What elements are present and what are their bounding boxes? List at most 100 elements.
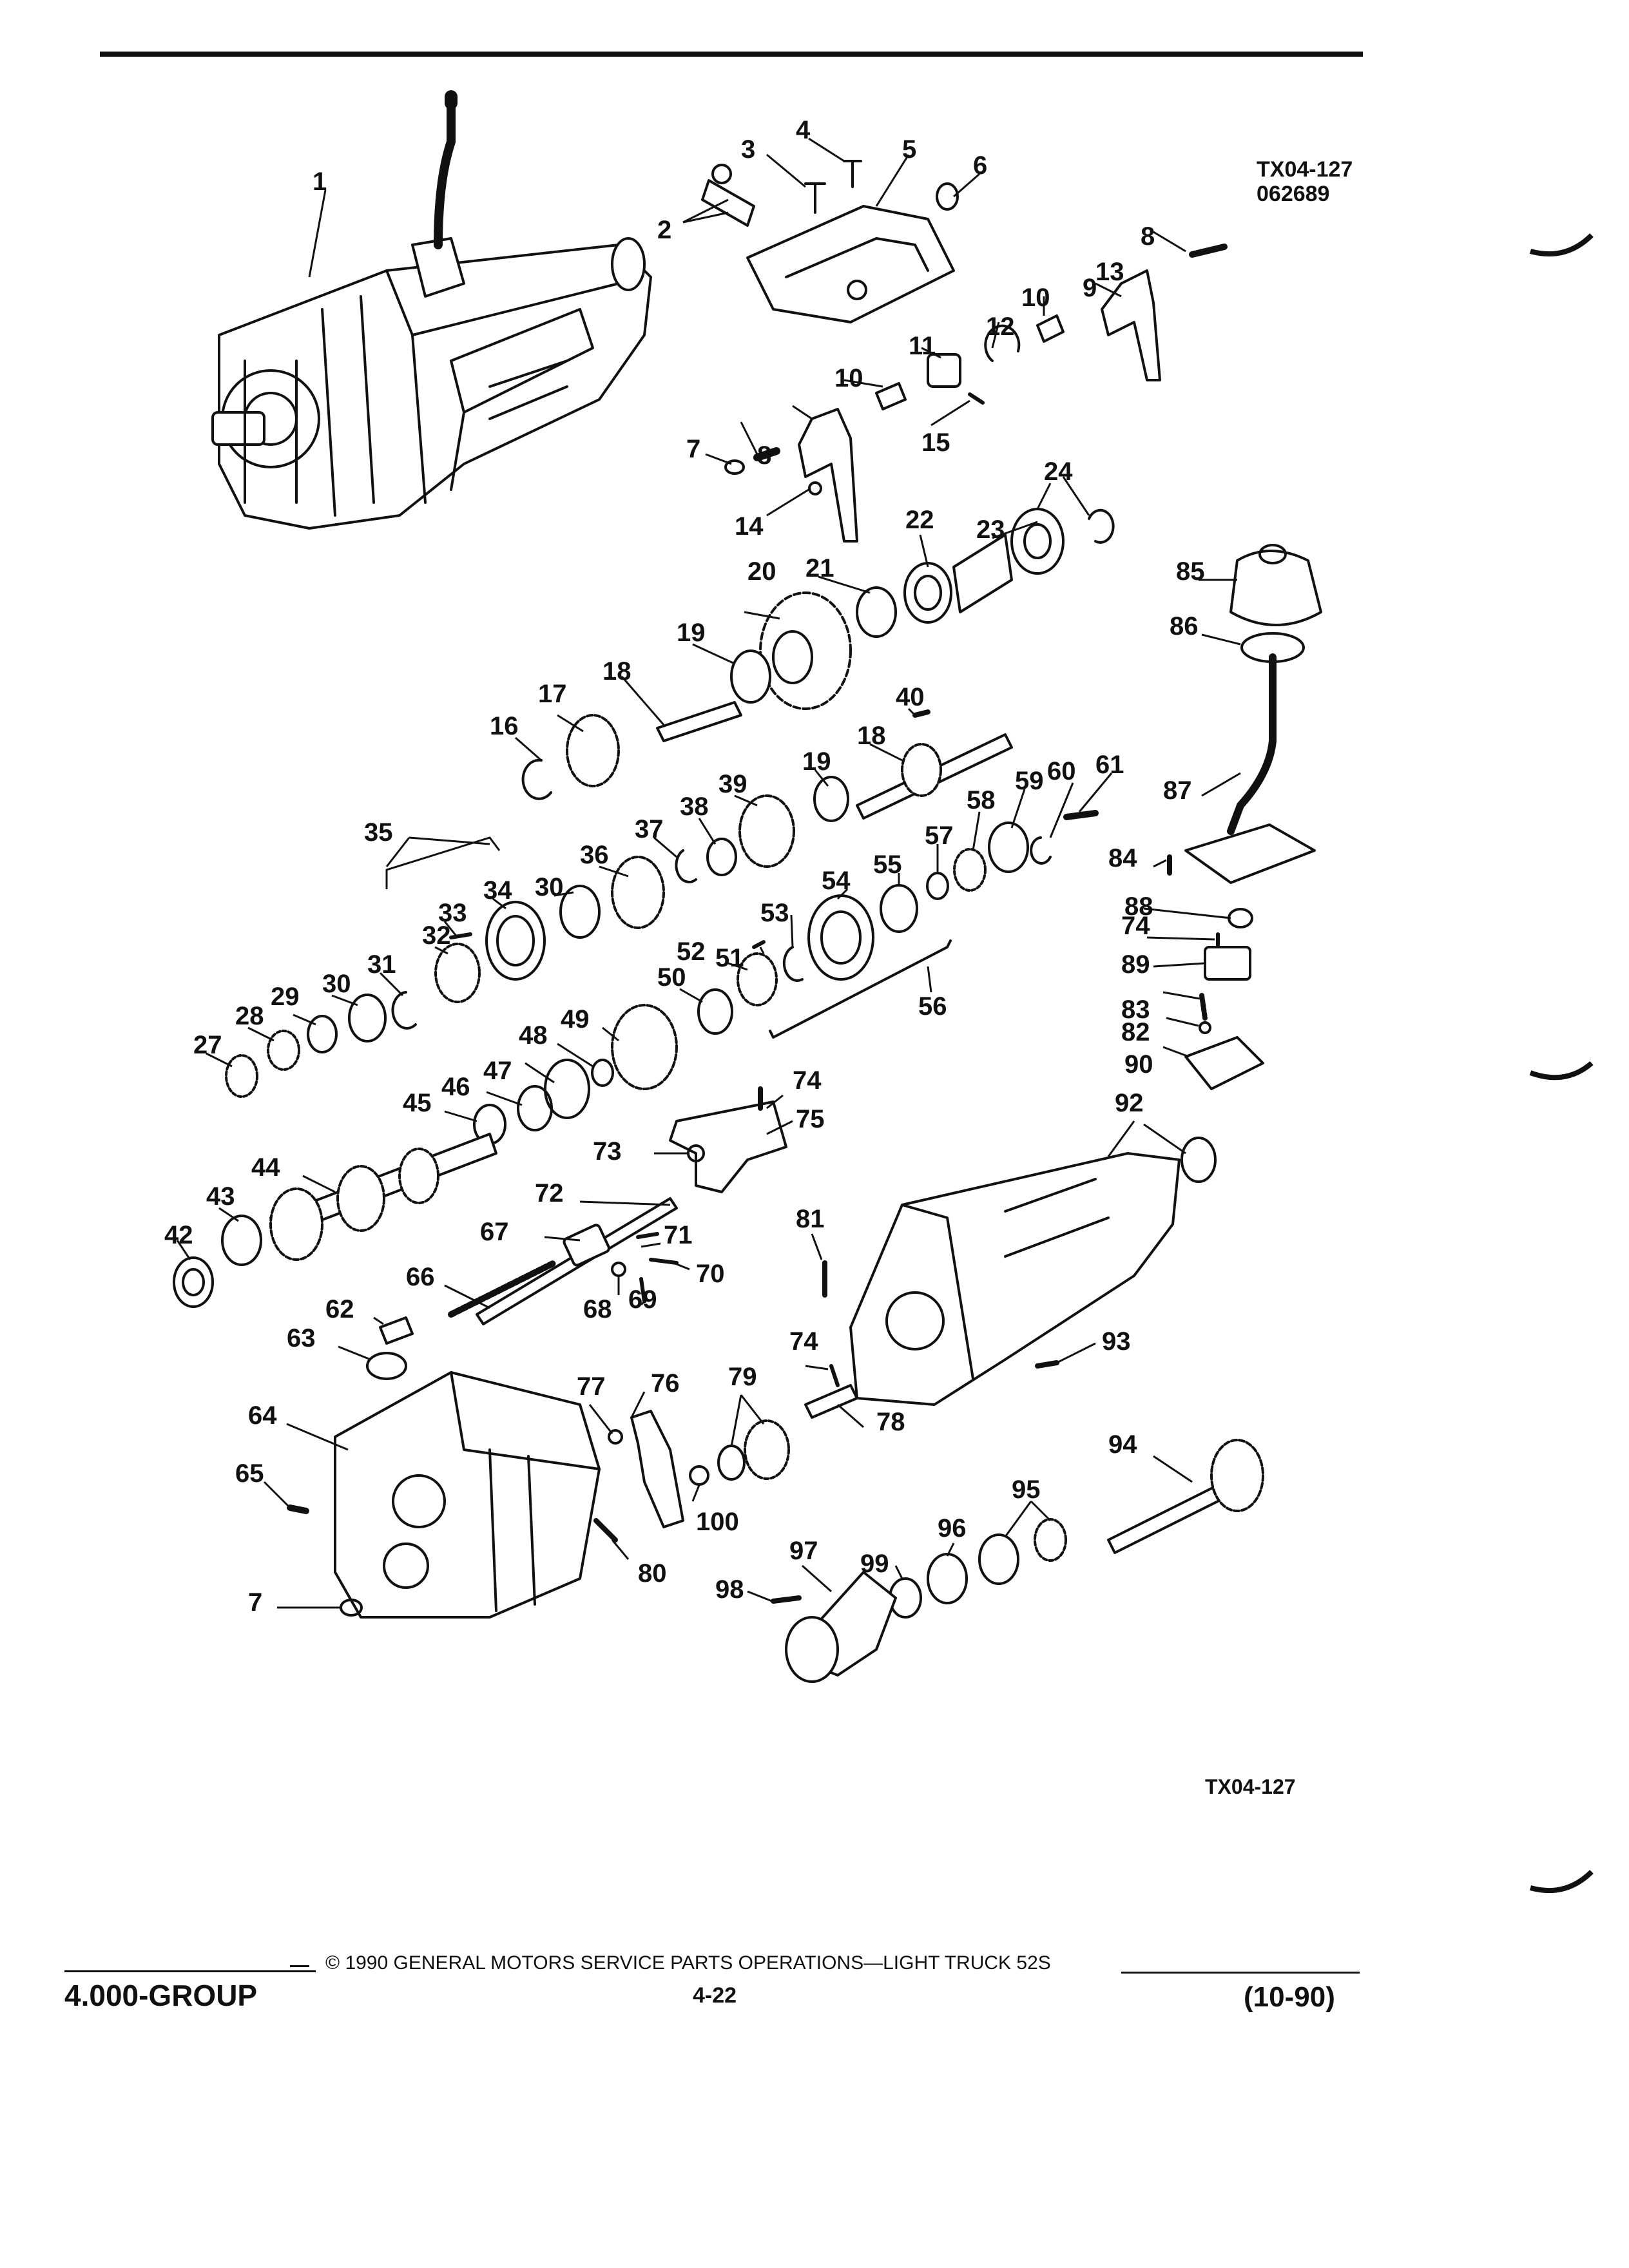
group-label: 4.000-GROUP: [64, 1979, 258, 2012]
footer-copyright: © 1990 GENERAL MOTORS SERVICE PARTS OPER…: [325, 1952, 1051, 1974]
callout-63: 63: [287, 1324, 316, 1352]
part-60: [1030, 836, 1052, 865]
top-rule: [100, 52, 1363, 57]
part-93: [1035, 1360, 1059, 1369]
callout-94: 94: [1108, 1430, 1137, 1459]
part-38: [706, 838, 737, 876]
callout-39: 39: [718, 770, 747, 798]
callout-55: 55: [873, 850, 902, 879]
callout-92: 92: [1115, 1089, 1144, 1117]
part-5-cover: [746, 205, 955, 323]
part-92-bushing: [1181, 1137, 1217, 1183]
part-39: [738, 794, 795, 868]
part-61: [1063, 810, 1099, 820]
part-15: [968, 392, 985, 405]
figure-date-code: 062689: [1257, 182, 1330, 206]
part-transmission-assembly: [211, 90, 652, 530]
callout-34: 34: [483, 876, 512, 905]
part-10a: [1036, 314, 1065, 343]
callout-49: 49: [561, 1005, 590, 1033]
callout-46: 46: [441, 1073, 470, 1101]
callout-74: 74: [793, 1066, 822, 1095]
callout-33: 33: [438, 899, 467, 927]
part-29: [307, 1015, 338, 1053]
callout-1: 1: [313, 168, 327, 196]
callout-77: 77: [577, 1372, 606, 1401]
callout-11: 11: [909, 332, 936, 360]
callout-97: 97: [789, 1537, 818, 1565]
footer-rule-right: [1121, 1972, 1360, 1974]
part-65: [287, 1504, 309, 1514]
callout-27: 27: [193, 1031, 222, 1059]
part-4: [843, 160, 862, 188]
footer-rule-left: [290, 1965, 309, 1967]
callout-99: 99: [860, 1550, 889, 1578]
callout-8: 8: [757, 441, 771, 470]
part-10b: [875, 382, 907, 410]
margin-mark-3: [1529, 1870, 1594, 1894]
callout-35: 35: [364, 818, 393, 847]
callout-22: 22: [905, 506, 934, 534]
part-57: [926, 872, 949, 900]
callout-76: 76: [651, 1369, 680, 1398]
callout-98: 98: [715, 1575, 744, 1604]
callout-74: 74: [1121, 912, 1150, 940]
part-100: [689, 1465, 709, 1486]
part-62: [379, 1316, 414, 1345]
part-88: [1228, 908, 1253, 928]
part-13-fork: [1101, 269, 1161, 381]
callout-95: 95: [1012, 1475, 1041, 1504]
callout-61: 61: [1095, 751, 1124, 779]
part-30a: [559, 885, 601, 939]
callout-51: 51: [715, 944, 744, 972]
part-48: [591, 1059, 614, 1087]
part-64-case: [334, 1371, 601, 1619]
callout-10: 10: [1021, 284, 1050, 312]
callout-68: 68: [583, 1295, 612, 1323]
part-40: [912, 709, 930, 718]
callout-23: 23: [976, 515, 1005, 544]
part-95b: [978, 1533, 1019, 1585]
callout-72: 72: [535, 1179, 564, 1207]
callout-70: 70: [696, 1260, 725, 1288]
callout-53: 53: [760, 899, 789, 927]
part-22: [952, 533, 1013, 613]
callout-31: 31: [367, 950, 396, 979]
part-34: [485, 901, 546, 981]
callout-87: 87: [1163, 776, 1192, 805]
leader-lines: [176, 137, 1241, 1609]
callout-75: 75: [796, 1105, 825, 1133]
part-83: [1199, 993, 1208, 1021]
callout-21: 21: [805, 554, 834, 582]
callout-18: 18: [602, 657, 631, 686]
part-52: [737, 952, 778, 1006]
part-36: [611, 856, 665, 929]
callout-42: 42: [164, 1221, 193, 1249]
part-16: [521, 758, 552, 800]
callout-4: 4: [796, 116, 811, 144]
callout-19: 19: [677, 619, 706, 647]
part-19b: [813, 776, 849, 822]
callout-66: 66: [406, 1263, 435, 1291]
callout-12: 12: [986, 312, 1015, 341]
margin-mark-1: [1529, 233, 1594, 257]
bracket-56: [769, 939, 952, 1039]
part-79a: [717, 1445, 746, 1481]
part-51: [752, 940, 766, 949]
part-87-plate: [1184, 823, 1316, 884]
callout-80: 80: [638, 1559, 667, 1588]
part-9-fork: [798, 408, 858, 543]
part-47: [544, 1059, 590, 1119]
part-55: [880, 884, 918, 933]
part-76-lever: [630, 1410, 684, 1528]
part-82: [1199, 1021, 1211, 1034]
part-23: [1010, 508, 1065, 575]
callout-85: 85: [1176, 557, 1205, 586]
part-98: [771, 1595, 802, 1604]
part-2: [701, 179, 755, 227]
callout-78: 78: [876, 1408, 905, 1436]
callout-54: 54: [822, 867, 851, 895]
part-77: [608, 1429, 623, 1445]
part-95a: [1034, 1518, 1067, 1562]
